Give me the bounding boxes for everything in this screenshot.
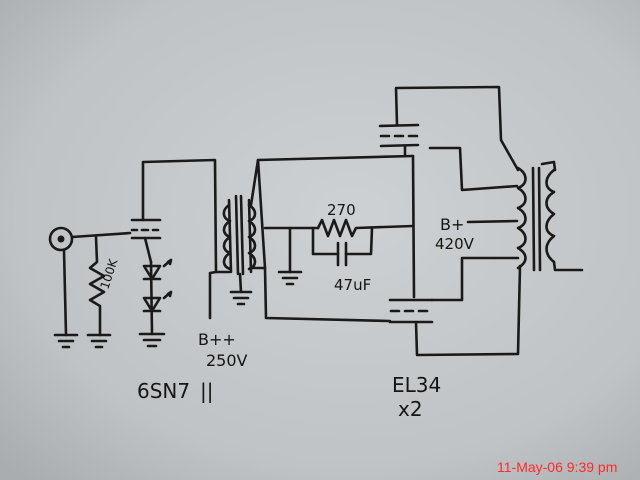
label-420v: 420V [435, 235, 475, 253]
label-6sn7-suffix: || [200, 379, 213, 403]
label-bp: B+ [440, 215, 464, 234]
interstage-transformer [208, 194, 257, 320]
photo-timestamp: 11-May-06 9:39 pm [497, 459, 617, 475]
label-250v: 250V [206, 351, 248, 370]
cathode-led-bias [138, 258, 173, 348]
label-el34-qty: x2 [398, 397, 423, 421]
label-6sn7: 6SN7 [137, 379, 190, 403]
grid-resistor-100k [86, 235, 112, 349]
output-tube-bottom [388, 264, 522, 357]
output-transformer [428, 146, 584, 302]
label-el34: EL34 [392, 373, 441, 397]
label-bpp: B++ [198, 330, 236, 349]
label-r270: 270 [327, 201, 356, 219]
output-tube-top [378, 85, 520, 172]
input-jack [48, 226, 132, 349]
label-cap-47uf: 47uF [334, 276, 371, 294]
driver-tube-6sn7 [130, 158, 231, 274]
output-grid-wiring [249, 154, 416, 323]
